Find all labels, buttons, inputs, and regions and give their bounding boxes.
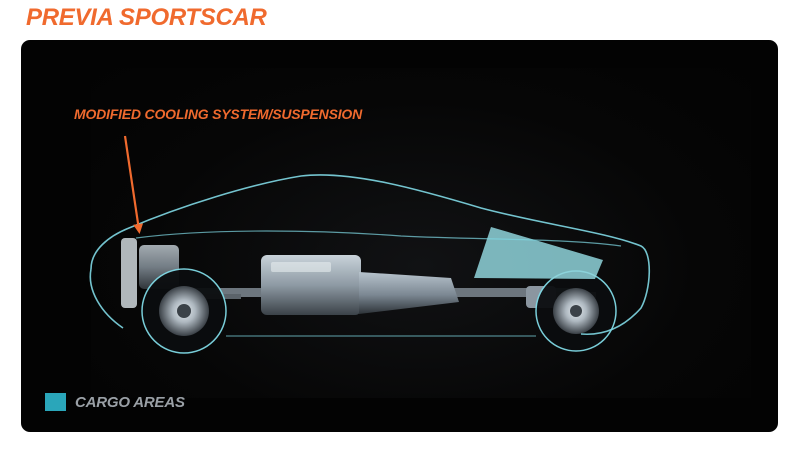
legend-swatch — [45, 393, 66, 411]
callout-arrow — [123, 135, 144, 234]
legend: CARGO AREAS — [45, 393, 185, 411]
engine-top-detail — [271, 262, 331, 272]
car-body-outline — [90, 174, 651, 335]
beltline-outline — [135, 230, 622, 247]
car-diagram — [89, 135, 651, 354]
transaxle — [359, 272, 459, 314]
cargo-area-rear — [474, 227, 603, 279]
rear-wheel — [535, 270, 617, 352]
diagram-panel: MODIFIED COOLING SYSTEM/SUSPENSION CARGO… — [21, 40, 778, 432]
front-wheel — [141, 268, 227, 354]
page-title: PREVIA SPORTSCAR — [26, 4, 267, 31]
callout-label: MODIFIED COOLING SYSTEM/SUSPENSION — [74, 106, 363, 122]
radiator — [121, 238, 137, 308]
front-bumper-outline — [89, 268, 124, 329]
legend-label: CARGO AREAS — [75, 393, 185, 411]
